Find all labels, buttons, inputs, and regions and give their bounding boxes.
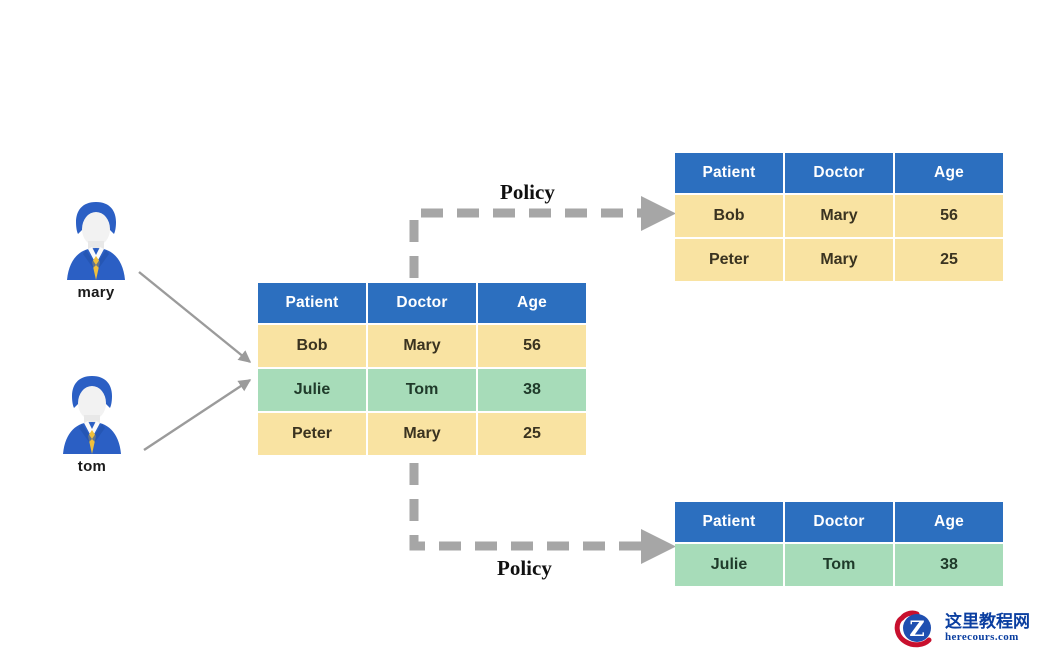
cell-doctor: Tom: [368, 369, 476, 411]
mary-result-table: Patient Doctor Age Bob Mary 56 Peter Mar…: [673, 151, 1005, 283]
cell-patient: Bob: [675, 195, 783, 237]
table-row: Peter Mary 25: [675, 239, 1003, 281]
cell-age: 56: [895, 195, 1003, 237]
column-header-doctor: Doctor: [785, 153, 893, 193]
cell-doctor: Mary: [785, 195, 893, 237]
policy-label-bottom: Policy: [497, 556, 552, 580]
cell-patient: Julie: [258, 369, 366, 411]
user-avatar-icon: [63, 376, 121, 454]
cell-age: 38: [478, 369, 586, 411]
cell-doctor: Mary: [785, 239, 893, 281]
cell-age: 25: [895, 239, 1003, 281]
column-header-age: Age: [895, 502, 1003, 542]
watermark-text: 这里教程网 herecours.com: [945, 612, 1030, 644]
cell-doctor: Mary: [368, 413, 476, 455]
herecours-logo-icon: Z: [894, 610, 932, 648]
arrow-mary-to-source: [138, 271, 252, 363]
column-header-age: Age: [478, 283, 586, 323]
policy-arrowhead-bottom: [641, 529, 676, 564]
user-mary[interactable]: mary: [48, 196, 144, 301]
policy-path-bottom: [409, 463, 641, 551]
table-header-row: Patient Doctor Age: [675, 502, 1003, 542]
user-tom[interactable]: tom: [44, 370, 140, 475]
cell-patient: Julie: [675, 544, 783, 586]
column-header-patient: Patient: [675, 153, 783, 193]
table-row: Julie Tom 38: [258, 369, 586, 411]
watermark: Z 这里教程网 herecours.com: [893, 604, 1043, 654]
source-table: Patient Doctor Age Bob Mary 56 Julie Tom…: [256, 281, 588, 457]
cell-patient: Peter: [258, 413, 366, 455]
table-header-row: Patient Doctor Age: [675, 153, 1003, 193]
user-avatar-icon: [67, 202, 125, 280]
cell-patient: Bob: [258, 325, 366, 367]
watermark-domain: herecours.com: [945, 631, 1019, 644]
cell-patient: Peter: [675, 239, 783, 281]
user-label: mary: [77, 284, 115, 301]
cell-age: 25: [478, 413, 586, 455]
table-row: Peter Mary 25: [258, 413, 586, 455]
user-label: tom: [77, 458, 107, 475]
cell-age: 38: [895, 544, 1003, 586]
policy-path-top: [409, 208, 641, 278]
table-row: Bob Mary 56: [258, 325, 586, 367]
column-header-doctor: Doctor: [368, 283, 476, 323]
watermark-chinese: 这里教程网: [945, 612, 1030, 633]
table-row: Julie Tom 38: [675, 544, 1003, 586]
cell-doctor: Mary: [368, 325, 476, 367]
column-header-patient: Patient: [258, 283, 366, 323]
column-header-doctor: Doctor: [785, 502, 893, 542]
table-row: Bob Mary 56: [675, 195, 1003, 237]
policy-arrowhead-top: [641, 196, 676, 231]
table-header-row: Patient Doctor Age: [258, 283, 586, 323]
column-header-age: Age: [895, 153, 1003, 193]
tom-result-table: Patient Doctor Age Julie Tom 38: [673, 500, 1005, 588]
svg-text:Z: Z: [909, 616, 924, 641]
cell-age: 56: [478, 325, 586, 367]
arrow-tom-to-source: [143, 378, 252, 452]
cell-doctor: Tom: [785, 544, 893, 586]
column-header-patient: Patient: [675, 502, 783, 542]
policy-label-top: Policy: [500, 180, 555, 204]
